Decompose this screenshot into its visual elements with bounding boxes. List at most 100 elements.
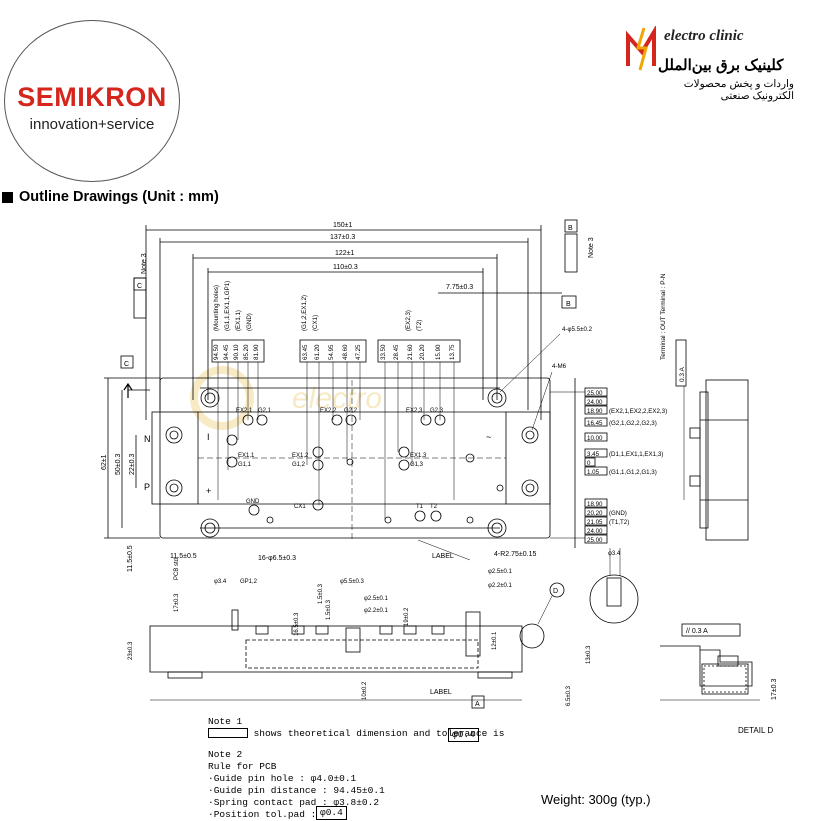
terminal-letters: N P I + ~ bbox=[144, 432, 491, 496]
dim-137: 137±0.3 bbox=[330, 234, 355, 241]
pin-label: (EX2,3) bbox=[405, 310, 412, 331]
pin-value: 15.90 bbox=[435, 344, 442, 360]
detail-dim: 17±0.3 bbox=[771, 679, 778, 700]
side-dim: φ2.2±0.1 bbox=[364, 608, 389, 614]
pin-name: G1,1 bbox=[238, 462, 252, 468]
dim-122: 122±1 bbox=[335, 250, 355, 257]
pin-name: T1 bbox=[416, 504, 424, 510]
datum-a: A bbox=[475, 701, 480, 708]
datum-b: B bbox=[566, 301, 571, 308]
pin-value: 85.20 bbox=[243, 344, 250, 360]
side-label-tag: LABEL bbox=[430, 689, 452, 696]
semikron-logo-circle bbox=[4, 20, 180, 182]
note-2: Note 2 Rule for PCB ·Guide pin hole : φ4… bbox=[208, 749, 385, 820]
pin-value: 20.20 bbox=[419, 344, 426, 360]
side-dim: 17±0.3 bbox=[174, 593, 180, 612]
side-dim: φ3.4 bbox=[608, 551, 621, 557]
pin-name: G1,2 bbox=[292, 462, 306, 468]
pin-name: EX2,2 bbox=[320, 408, 337, 414]
detail-d: // 0.3 A 17±0.3 DETAIL D bbox=[660, 623, 778, 735]
pin-group-1: (Mounting holes) (G1,1,EX1,1,GP1) (EX1,1… bbox=[211, 281, 265, 363]
pin-label: (G1,1,EX1,1,GP1) bbox=[224, 281, 231, 331]
side-dimensions: φ3.4 GP1,2 φ5.5±0.3 φ2.5±0.1 φ2.2±0.1 φ2… bbox=[128, 556, 592, 706]
bottom-annotations: 16-φ6.5±0.3 4-R2.75±0.15 LABEL 11.5±0.5 bbox=[170, 539, 536, 562]
side-elevation: LABEL A D φ3.4 bbox=[149, 548, 639, 709]
side-dim: PCB std. bbox=[174, 556, 180, 580]
right-dim: 25.00 bbox=[587, 390, 603, 397]
note-2-tol: φ0.4 bbox=[316, 806, 347, 820]
datum-c: C bbox=[124, 361, 129, 368]
semikron-logo-text: SEMIKRON bbox=[17, 82, 167, 112]
side-dim: GP1,2 bbox=[240, 579, 258, 585]
datum-boxes: B B C C Note 3 Note 3 bbox=[120, 219, 595, 369]
right-dim: 24.00 bbox=[587, 528, 603, 535]
pin-value: 47.25 bbox=[355, 344, 362, 360]
right-dim: 0 bbox=[587, 460, 591, 467]
side-dim: 23±0.3 bbox=[128, 641, 134, 660]
side-dim: φ5.5±0.3 bbox=[340, 579, 365, 585]
terminal-i: I bbox=[207, 432, 210, 442]
terminal-p: P bbox=[144, 482, 150, 492]
electro-clinic-mark-icon bbox=[626, 26, 656, 71]
right-dim: 3.45 bbox=[587, 451, 600, 458]
right-dim: 25.00 bbox=[587, 537, 603, 544]
dim-11-5-left: 11.5±0.5 bbox=[127, 545, 134, 572]
detail-title: DETAIL D bbox=[738, 726, 773, 735]
right-dimension-table: 25.00 24.00 18.90 16.45 10.00 3.45 0 1.0… bbox=[499, 326, 667, 548]
pin-label: (EX1,1) bbox=[235, 310, 242, 331]
m6-label: 4-M6 bbox=[552, 363, 567, 370]
electro-clinic-line1: کلینیک برق بین‌الملل bbox=[658, 57, 784, 74]
pin-group-2: (G1,2,EX1,2) (CX1) 63.45 61.20 54.95 48.… bbox=[299, 295, 367, 363]
right-dim-label: (D1,1,EX1,1,EX1,3) bbox=[609, 451, 663, 458]
left-dimensions: 62±1 50±0.3 22±0.3 11.5±0.5 bbox=[101, 377, 160, 572]
note1-box-icon bbox=[208, 728, 248, 738]
terminal-text: Terminal : OUT Terminal : P-N bbox=[660, 273, 667, 360]
dim-22: 22±0.3 bbox=[129, 454, 136, 475]
pin-group-3: (EX2,3) (T2) 33.50 28.45 21.60 20.20 15.… bbox=[377, 310, 461, 363]
dim-150: 150±1 bbox=[333, 222, 353, 229]
side-dim: φ2.5±0.1 bbox=[364, 596, 389, 602]
pin-name: EX2,1 bbox=[236, 408, 253, 414]
pin-value: 33.50 bbox=[380, 344, 387, 360]
pin-value: 90.10 bbox=[233, 344, 240, 360]
note3-right: Note 3 bbox=[588, 237, 595, 258]
datum-b-top: B bbox=[568, 225, 573, 232]
top-dimensions: 150±1 137±0.3 122±1 110±0.3 7.75±0.3 bbox=[145, 222, 562, 420]
electro-clinic-line2: واردات و پخش محصولات الکترونیک صنعتی bbox=[683, 78, 794, 102]
right-dim: 18.90 bbox=[587, 501, 603, 508]
pin-label: (GND) bbox=[246, 313, 253, 331]
semikron-tagline: innovation+service bbox=[29, 116, 155, 133]
dim-50: 50±0.3 bbox=[115, 454, 122, 475]
bullet-square-icon bbox=[2, 191, 13, 203]
datum-c-box: C bbox=[137, 283, 142, 290]
side-dim: 10±0.2 bbox=[362, 681, 368, 700]
datum-d: D bbox=[553, 588, 558, 595]
note-1: Note 1 shows theoretical dimension and t… bbox=[208, 716, 505, 739]
pin-name: EX1,1 bbox=[238, 453, 255, 459]
pin-name: GND bbox=[246, 499, 260, 505]
pin-label: (G1,2,EX1,2) bbox=[301, 295, 308, 331]
mount-hole-label: 4-φ5.5±0.2 bbox=[562, 326, 593, 333]
right-dim: 1.05 bbox=[587, 469, 600, 476]
page-title-text: Outline Drawings (Unit : mm) bbox=[19, 189, 219, 205]
right-dim: 16.45 bbox=[587, 420, 603, 427]
right-dim: 10.00 bbox=[587, 435, 603, 442]
terminal-n: N bbox=[144, 434, 151, 444]
pin-value: 54.95 bbox=[328, 344, 335, 360]
pin-name: EX1,3 bbox=[410, 453, 427, 459]
page-title: Outline Drawings (Unit : mm) bbox=[2, 189, 219, 205]
electro-clinic-name: electro clinic bbox=[664, 28, 744, 44]
pin-value: 81.90 bbox=[253, 344, 260, 360]
side-dim: 1.5±0.3 bbox=[326, 599, 332, 620]
pin-name: EX1,2 bbox=[292, 453, 309, 459]
terminal-plus: + bbox=[206, 486, 211, 496]
side-dim: 12±0.1 bbox=[492, 631, 498, 650]
side-dim: φ2.2±0.1 bbox=[488, 583, 513, 589]
pin-name: EX2,3 bbox=[406, 408, 423, 414]
pin-label: (T2) bbox=[416, 320, 423, 331]
right-dim: 21.05 bbox=[587, 519, 603, 526]
dim-110: 110±0.3 bbox=[333, 264, 358, 271]
label-tag: LABEL bbox=[432, 553, 454, 560]
pin-value: 48.60 bbox=[342, 344, 349, 360]
